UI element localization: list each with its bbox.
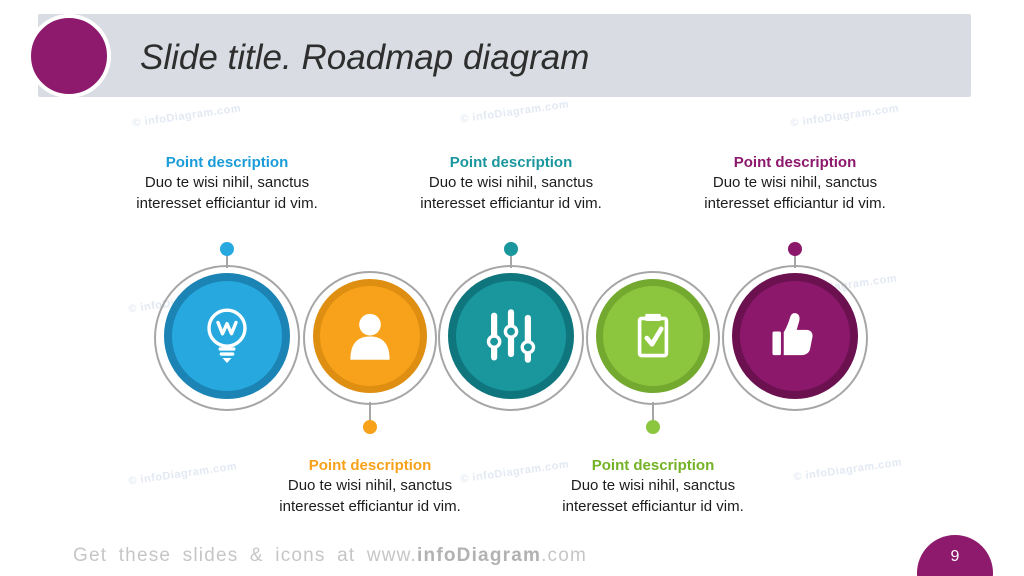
milestone-title: Point description bbox=[308, 457, 432, 474]
clipboard-check-icon bbox=[637, 313, 669, 358]
thumbs-up-icon bbox=[772, 313, 813, 356]
milestone-title: Point description bbox=[165, 154, 289, 171]
marker-dot-5 bbox=[788, 242, 802, 256]
footer-suffix: .com bbox=[541, 545, 588, 566]
slide-title: Slide title. Roadmap diagram bbox=[140, 38, 590, 77]
milestone-body: Duo te wisi nihil, sanctus interesset ef… bbox=[704, 174, 886, 212]
marker-dot-3 bbox=[504, 242, 518, 256]
marker-dot-2 bbox=[363, 420, 377, 434]
milestone-body: Duo te wisi nihil, sanctus interesset ef… bbox=[136, 174, 318, 212]
milestone-circle-2 bbox=[313, 279, 427, 393]
milestone-body: Duo te wisi nihil, sanctus interesset ef… bbox=[562, 477, 744, 515]
person-icon bbox=[350, 313, 390, 360]
milestone-text-2: Point description Duo te wisi nihil, san… bbox=[270, 455, 470, 517]
milestone-circle-4 bbox=[596, 279, 710, 393]
milestone-text-3: Point description Duo te wisi nihil, san… bbox=[411, 152, 611, 214]
milestone-text-5: Point description Duo te wisi nihil, san… bbox=[695, 152, 895, 214]
footer-brand-link[interactable]: infoDiagram bbox=[417, 545, 542, 566]
header-accent-circle bbox=[27, 14, 111, 98]
lightbulb-icon bbox=[207, 308, 247, 363]
marker-dot-1 bbox=[220, 242, 234, 256]
sliders-icon bbox=[486, 309, 536, 363]
milestone-title: Point description bbox=[733, 154, 857, 171]
milestone-circle-1 bbox=[164, 273, 290, 399]
milestone-circle-3 bbox=[448, 273, 574, 399]
title-banner bbox=[38, 14, 971, 97]
milestone-body: Duo te wisi nihil, sanctus interesset ef… bbox=[420, 174, 602, 212]
milestone-text-1: Point description Duo te wisi nihil, san… bbox=[127, 152, 327, 214]
footer-credit: Get these slides & icons at www.infoDiag… bbox=[73, 545, 587, 567]
marker-dot-4 bbox=[646, 420, 660, 434]
milestone-text-4: Point description Duo te wisi nihil, san… bbox=[553, 455, 753, 517]
milestone-title: Point description bbox=[449, 154, 573, 171]
milestone-circle-5 bbox=[732, 273, 858, 399]
footer-prefix: Get these slides & icons at www. bbox=[73, 545, 418, 566]
milestone-body: Duo te wisi nihil, sanctus interesset ef… bbox=[279, 477, 461, 515]
page-number: 9 bbox=[950, 548, 960, 565]
milestone-title: Point description bbox=[591, 457, 715, 474]
